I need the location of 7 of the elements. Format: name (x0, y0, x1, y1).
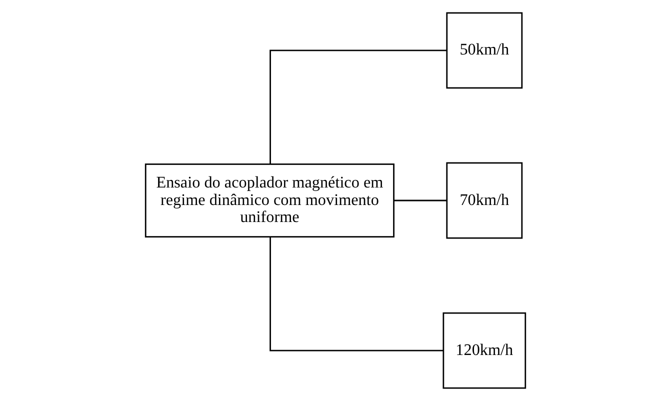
node-box: 120km/h (442, 312, 526, 389)
node-box: Ensaio do acoplador magnético em regime dinâmico com movimento uniforme (144, 163, 394, 238)
connector (269, 50, 446, 164)
connector (269, 237, 443, 352)
node-box: 50km/h (446, 12, 522, 89)
node-box: 70km/h (446, 162, 522, 239)
connector (393, 200, 446, 202)
